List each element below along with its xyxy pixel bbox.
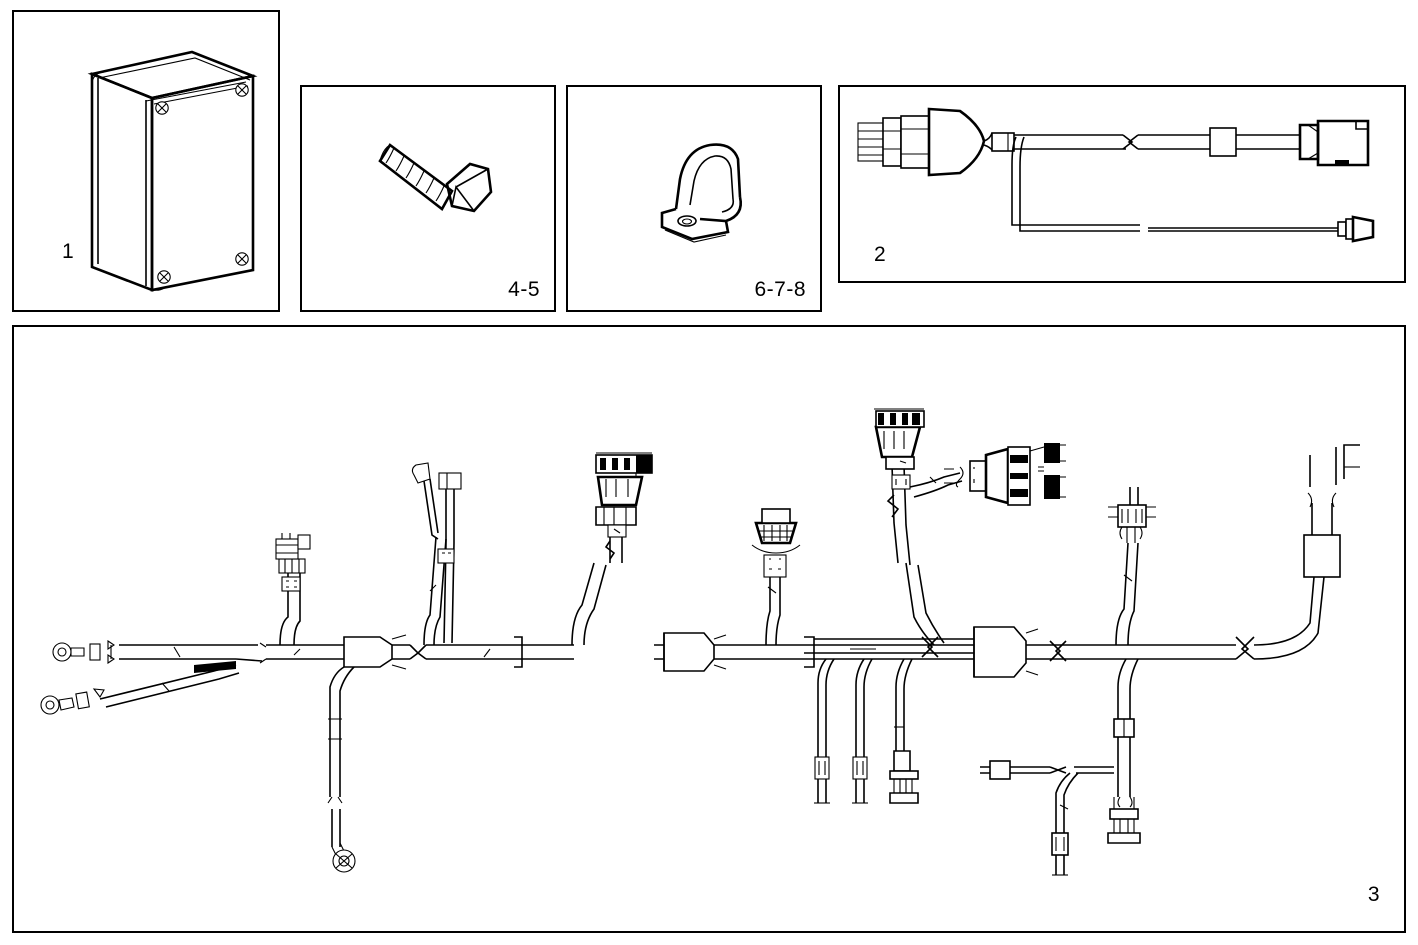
screw-head xyxy=(235,252,249,266)
two-pin-connector-bottom xyxy=(1051,832,1069,876)
jumper-cable-drawing xyxy=(857,107,1375,243)
harness-junction-3 xyxy=(973,626,1039,678)
harness-junction-2 xyxy=(663,632,727,672)
bullet-connector-center xyxy=(751,508,801,578)
inline-lock-b xyxy=(437,548,455,564)
panel-label-6-7-8: 6-7-8 xyxy=(754,278,806,301)
screw-head xyxy=(155,101,169,115)
inline-lock-c xyxy=(607,524,627,538)
drop-connector-2 xyxy=(852,756,868,804)
ribbed-connector-upper-right xyxy=(1108,487,1156,543)
multipin-connector-center xyxy=(595,452,653,526)
panel-label-3: 3 xyxy=(1367,883,1380,906)
round-connector xyxy=(944,443,1066,506)
screw-head xyxy=(235,83,249,97)
control-box-drawing xyxy=(87,50,258,292)
ring-terminal-lower xyxy=(40,664,240,715)
ribbed-connector-bottom-1 xyxy=(889,750,919,804)
socket-terminal-top xyxy=(438,472,462,490)
ribbed-connector-bottom-2 xyxy=(1107,796,1141,844)
inline-lock-d xyxy=(891,474,911,490)
rect-connector-icon xyxy=(1298,119,1370,167)
inline-splice xyxy=(989,760,1011,780)
cable-clamp-drawing xyxy=(660,143,742,243)
panel-label-1: 1 xyxy=(62,240,75,263)
panel-jumper-cable: 2 xyxy=(838,85,1406,283)
two-pin-connector-upper-left xyxy=(275,533,311,574)
panel-label-4-5: 4-5 xyxy=(508,278,540,301)
blade-connector-icon xyxy=(857,107,994,177)
inline-lock-a xyxy=(281,576,301,592)
eyelet-ground-terminal xyxy=(331,842,356,873)
screw-head xyxy=(157,270,171,284)
top-multipin-connector xyxy=(874,408,925,470)
panel-main-harness: 3 xyxy=(12,325,1406,933)
harness-junction-1 xyxy=(343,634,407,670)
grommet-icon xyxy=(1209,127,1237,157)
panel-control-box: 1 xyxy=(12,10,280,312)
hex-bolt-drawing xyxy=(378,143,493,213)
sleeve-block-right xyxy=(1303,534,1341,578)
ring-terminal-upper xyxy=(52,639,236,665)
spade-terminal-top xyxy=(411,462,439,540)
mounting-hole xyxy=(677,215,697,227)
panel-clamp: 6-7-8 xyxy=(566,85,822,312)
main-harness-drawing xyxy=(40,408,1360,876)
panel-bolt: 4-5 xyxy=(300,85,556,312)
splice-sleeve xyxy=(1113,718,1135,738)
bullet-terminal-icon xyxy=(1337,215,1375,243)
panel-label-2: 2 xyxy=(874,243,887,266)
drop-connector-1 xyxy=(814,756,830,804)
